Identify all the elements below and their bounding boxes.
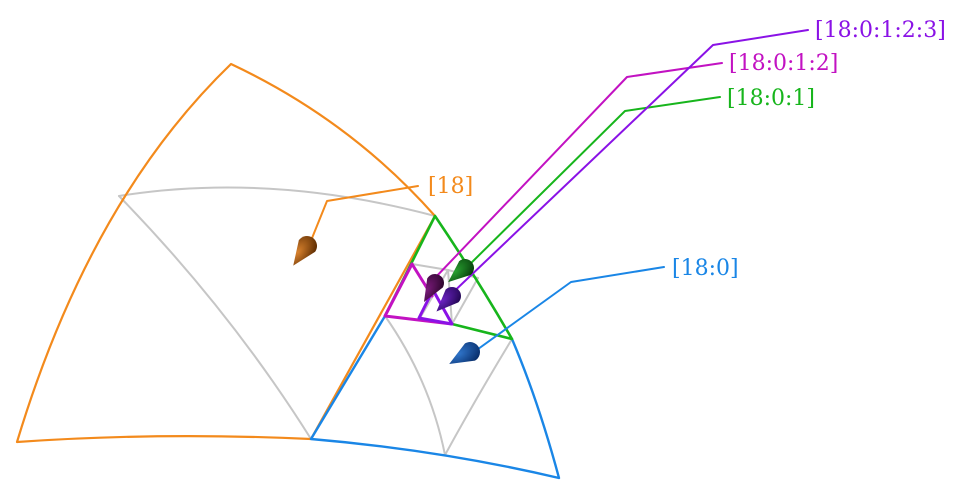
leader-line-18 [305, 185, 419, 254]
leader-line-18-0-1 [461, 96, 721, 273]
cone-marker-icon [424, 274, 444, 303]
cone-marker-18 [293, 236, 317, 266]
label-18-0: [18:0] [672, 256, 739, 281]
subdivision-line [444, 338, 513, 456]
leader-line-18-0-1-2 [432, 62, 723, 281]
triangle-18-0-1-2 [383, 262, 454, 326]
leader-line-18-0 [466, 266, 665, 358]
subdivision-line [118, 195, 312, 440]
cone-marker-icon [448, 259, 474, 283]
label-18: [18] [428, 174, 473, 199]
cone-marker-icon [293, 236, 317, 266]
cone-marker-icon [436, 287, 461, 312]
leader-line-18-0-1-2-3 [444, 29, 809, 301]
subdivision-line [451, 277, 479, 325]
cone-marker-icon [449, 342, 480, 364]
subdivision-line [411, 263, 449, 271]
cone-marker-18-0 [449, 342, 480, 364]
label-18-0-1: [18:0:1] [727, 86, 815, 111]
cone-marker-18-0-1-2 [424, 274, 444, 303]
subdivision-line [384, 315, 446, 456]
triangle-18 [15, 62, 437, 444]
label-18-0-1-2-3: [18:0:1:2:3] [815, 18, 946, 43]
cone-marker-18-0-1-2-3 [436, 287, 461, 312]
label-18-0-1-2: [18:0:1:2] [729, 51, 838, 76]
leader-lines [305, 29, 809, 358]
cone-marker-18-0-1 [448, 259, 474, 283]
subdivision-line [118, 186, 436, 217]
triangle-18-0 [309, 314, 561, 480]
